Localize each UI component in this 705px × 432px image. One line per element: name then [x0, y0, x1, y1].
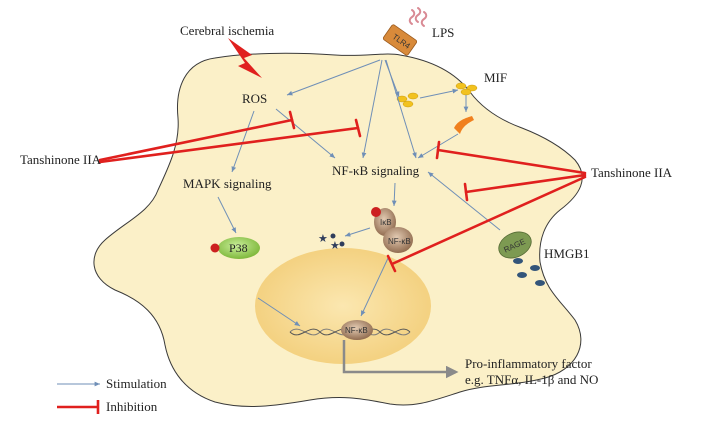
nfkb-nucleus-label: NF-κB: [345, 326, 368, 335]
legend: Stimulation Inhibition: [57, 376, 167, 414]
lps-label: LPS: [432, 25, 454, 40]
arrow-complex-to-fragments: [344, 227, 371, 237]
inhibit-left-to-ros: [98, 118, 294, 162]
inhibition-bars: [288, 110, 469, 273]
arrow-ros-to-mapk: [231, 110, 255, 173]
cerebral-ischemia-label: Cerebral ischemia: [180, 23, 274, 38]
ros-label: ROS: [242, 91, 267, 106]
inhibit-right-to-nucleus: [390, 175, 587, 266]
nfkb-signaling-label: NF-κB signaling: [332, 163, 420, 178]
arrow-tlr4-to-ros: [286, 59, 381, 96]
arrow-nfkb-signaling-to-complex: [391, 182, 397, 207]
degradation-fragments-icon: ★ ★: [318, 232, 345, 252]
cell-body: [93, 52, 583, 407]
arrow-mapk-to-p38: [217, 196, 237, 234]
hmgb1-molecules: [513, 258, 545, 286]
nfkb-complex-label: NF-κB: [388, 237, 411, 246]
mif-label: MIF: [484, 70, 507, 85]
legend-inhibition-label: Inhibition: [106, 399, 158, 414]
nfkb-nucleus-protein: [341, 320, 373, 340]
rage-receptor: RAGE: [498, 231, 532, 259]
lps-icon: [408, 7, 428, 27]
phospho-icon-ikb: [371, 207, 381, 217]
inhibit-right-to-receptor: [436, 148, 587, 175]
pro-inflammatory-label: Pro-inflammatory factor: [465, 356, 592, 371]
arrow-ros-to-nfkb: [275, 108, 336, 159]
p38-kinase: [218, 237, 260, 259]
tlr4-receptor: TLR4: [382, 24, 418, 56]
arrow-p38-to-dna: [257, 297, 301, 327]
arrow-tlr4-to-nfkb: [361, 59, 383, 159]
inhibit-left-to-nfkb: [98, 126, 360, 164]
arrow-complex-to-nucleus: [360, 255, 390, 317]
arrow-mif-release: [419, 88, 459, 99]
arrow-tlr4-region-to-nfkb-signaling: [385, 59, 417, 159]
mapk-signaling-label: MAPK signaling: [183, 176, 272, 191]
inhibit-right-to-rage: [464, 173, 587, 194]
svg-text:★: ★: [318, 232, 328, 245]
mif-molecules: [396, 82, 478, 108]
hmgb1-label: HMGB1: [544, 246, 590, 261]
inhibition-lines: [98, 118, 587, 266]
phospho-icon: [210, 243, 220, 253]
legend-stimulation-label: Stimulation: [106, 376, 167, 391]
nfkb-protein: [383, 227, 413, 253]
tanshinone-right-label: Tanshinone IIA: [591, 165, 673, 180]
ikb-label: IκB: [380, 218, 392, 227]
mif-receptor: [454, 116, 474, 134]
lightning-bolt-icon: [228, 38, 262, 78]
p38-label: P38: [229, 241, 248, 255]
tanshinone-left-label: Tanshinone IIA: [20, 152, 102, 167]
svg-text:★: ★: [330, 239, 340, 252]
stimulation-arrows: [217, 59, 501, 327]
output-arrow: [342, 340, 459, 379]
pro-inflammatory-examples: e.g. TNFα, IL-1β and NO: [465, 372, 598, 387]
